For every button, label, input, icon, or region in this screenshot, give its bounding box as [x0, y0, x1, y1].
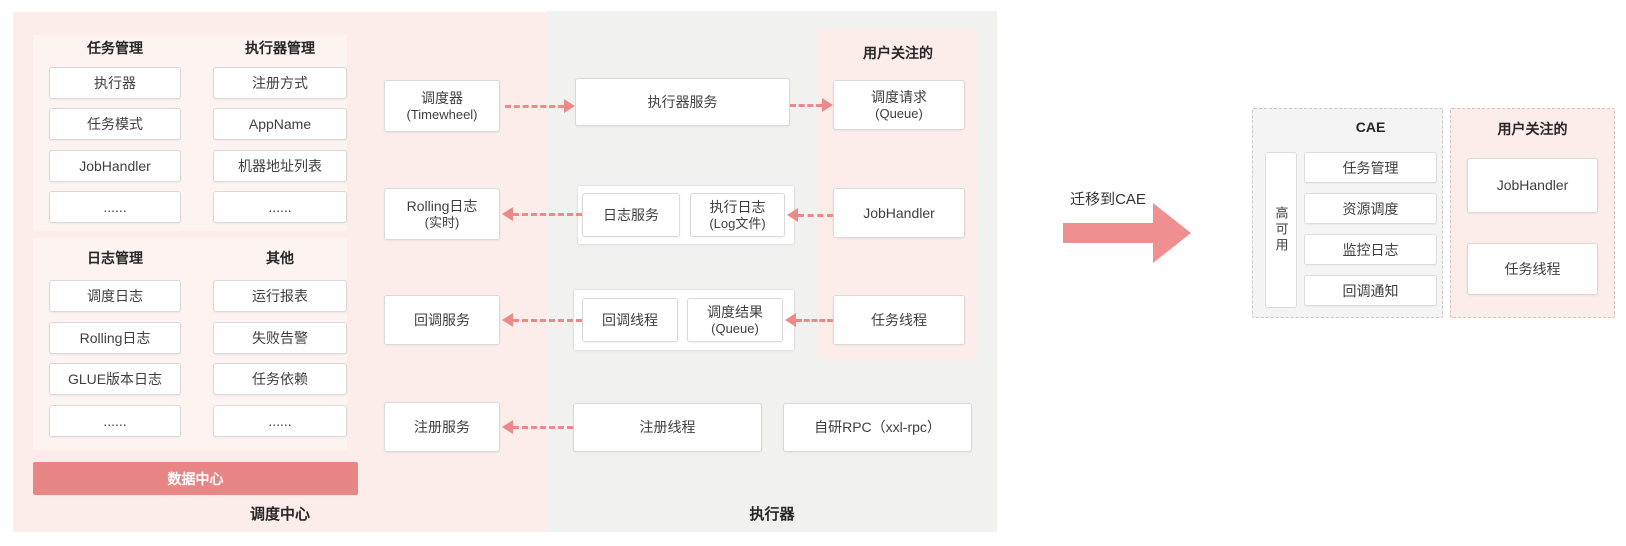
scheduler-box-line2: (Timewheel)	[406, 106, 478, 122]
high-availability-box: 高可用	[1265, 152, 1297, 308]
dashed-line	[513, 318, 582, 322]
dispatch-result-line1: 调度结果	[707, 303, 763, 320]
dispatch-request-line2: (Queue)	[875, 105, 923, 121]
task-thread-box: 任务线程	[833, 295, 965, 345]
dashed-line	[796, 318, 833, 322]
arrow-register-thread-to-register-service	[502, 419, 573, 435]
list-item: GLUE版本日志	[49, 363, 181, 395]
list-item: 失败告警	[213, 322, 347, 354]
list-item: AppName	[213, 108, 347, 140]
scheduler-panel-label: 调度中心	[249, 506, 310, 523]
executor-panel-label: 执行器	[749, 506, 795, 523]
list-item: 注册方式	[213, 67, 347, 99]
data-center-banner: 数据中心	[33, 462, 358, 495]
list-item: 任务模式	[49, 108, 181, 140]
arrow-callback-thread-to-callback-service	[502, 312, 582, 328]
arrowhead-left-icon	[502, 313, 513, 327]
list-item: ......	[213, 191, 347, 223]
rolling-log-line1: Rolling日志	[406, 197, 478, 214]
dashed-line	[798, 213, 833, 217]
arrow-scheduler-to-executor-service	[505, 98, 575, 114]
arrow-log-service-to-rolling-log	[502, 206, 582, 222]
list-item: Rolling日志	[49, 322, 181, 354]
migration-label: 迁移到CAE	[1070, 191, 1146, 208]
arrowhead-right-icon	[564, 99, 575, 113]
migration-arrow-head-icon	[1153, 203, 1191, 263]
list-item: 运行报表	[213, 280, 347, 312]
dispatch-request-line1: 调度请求	[871, 88, 927, 105]
list-item: ......	[213, 405, 347, 437]
list-item: 任务依赖	[213, 363, 347, 395]
cae-item: 资源调度	[1304, 193, 1437, 224]
cae-item: 回调通知	[1304, 275, 1437, 306]
exec-log-line1: 执行日志	[709, 198, 766, 215]
arrowhead-left-icon	[502, 420, 513, 434]
group-title-executor-management: 执行器管理	[245, 40, 315, 56]
arrow-jobhandler-to-exec-log	[787, 207, 833, 223]
register-thread-box: 注册线程	[573, 403, 762, 452]
cae-item: 任务管理	[1304, 152, 1437, 183]
list-item: 执行器	[49, 67, 181, 99]
arrow-executor-service-to-dispatch-request	[790, 97, 833, 113]
dashed-line	[513, 212, 582, 216]
dashed-line	[505, 104, 564, 108]
executor-service-box: 执行器服务	[575, 78, 790, 126]
user-focus-title: 用户关注的	[863, 45, 933, 61]
cae-title: CAE	[1355, 119, 1386, 135]
callback-thread-box: 回调线程	[582, 298, 678, 342]
list-item: ......	[49, 405, 181, 437]
list-item: 调度日志	[49, 280, 181, 312]
register-service-box: 注册服务	[384, 402, 500, 452]
rolling-log-box: Rolling日志 (实时)	[384, 188, 500, 240]
dispatch-result-line2: (Queue)	[711, 320, 759, 336]
list-item: ......	[49, 191, 181, 223]
callback-service-box: 回调服务	[384, 295, 500, 345]
arrowhead-left-icon	[787, 208, 798, 222]
migration-arrow-body	[1063, 223, 1153, 243]
group-title-task-management: 任务管理	[87, 40, 143, 56]
rpc-box: 自研RPC（xxl-rpc）	[783, 403, 972, 452]
cae-user-focus-title: 用户关注的	[1497, 121, 1568, 137]
rolling-log-line2: (实时)	[424, 214, 460, 230]
cae-jobhandler-box: JobHandler	[1467, 158, 1598, 213]
scheduler-box: 调度器 (Timewheel)	[384, 80, 500, 132]
group-title-other: 其他	[266, 250, 294, 266]
dispatch-request-box: 调度请求 (Queue)	[833, 80, 965, 130]
dashed-line	[790, 103, 822, 107]
exec-log-box: 执行日志 (Log文件)	[690, 193, 785, 237]
list-item: JobHandler	[49, 150, 181, 182]
scheduler-box-line1: 调度器	[421, 89, 463, 106]
arrow-task-thread-to-dispatch-result	[785, 312, 833, 328]
arrowhead-left-icon	[502, 207, 513, 221]
exec-log-line2: (Log文件)	[709, 215, 766, 231]
cae-item: 监控日志	[1304, 234, 1437, 265]
arrowhead-left-icon	[785, 313, 796, 327]
dispatch-result-box: 调度结果 (Queue)	[687, 298, 783, 342]
dashed-line	[513, 425, 573, 429]
cae-task-thread-box: 任务线程	[1467, 243, 1598, 295]
jobhandler-box: JobHandler	[833, 188, 965, 238]
log-service-box: 日志服务	[582, 193, 680, 237]
arrowhead-right-icon	[822, 98, 833, 112]
list-item: 机器地址列表	[213, 150, 347, 182]
group-title-log-management: 日志管理	[87, 250, 143, 266]
